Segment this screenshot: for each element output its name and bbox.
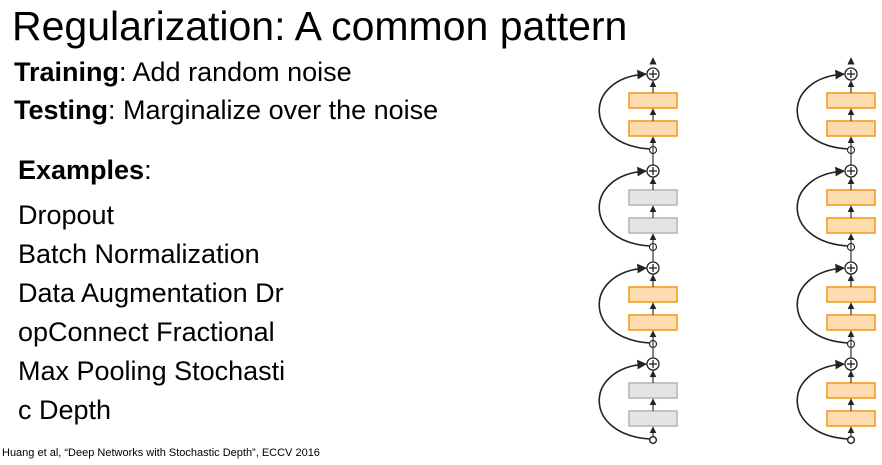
dropped-layer <box>628 217 678 234</box>
examples-label: Examples <box>18 155 145 185</box>
testing-label: Testing <box>14 95 108 125</box>
active-layer <box>826 314 876 331</box>
active-layer <box>826 410 876 427</box>
active-layer <box>628 314 678 331</box>
testing-text: : Marginalize over the noise <box>108 95 439 125</box>
active-layer <box>826 189 876 206</box>
active-layer <box>628 92 678 109</box>
dropped-layer <box>628 189 678 206</box>
list-item: Data Augmentation Dr <box>18 278 284 308</box>
list-item: c Depth <box>18 395 112 425</box>
bottom-node-icon <box>847 436 855 444</box>
examples-list: Dropout Batch Normalization Data Augment… <box>18 196 363 430</box>
citation: Huang et al, “Deep Networks with Stochas… <box>2 447 320 459</box>
training-line: Training: Add random noise <box>14 56 352 88</box>
active-layer <box>826 120 876 137</box>
list-item: Batch Normalization <box>18 239 260 269</box>
examples-colon: : <box>144 155 152 185</box>
bottom-node-icon <box>649 436 657 444</box>
dropped-layer <box>628 382 678 399</box>
testing-line: Testing: Marginalize over the noise <box>14 94 438 126</box>
training-label: Training <box>14 57 120 87</box>
training-text: : Add random noise <box>119 57 352 87</box>
active-layer <box>628 286 678 303</box>
list-item: Dropout <box>18 200 115 230</box>
skip-connection-arrow <box>796 69 849 150</box>
examples-heading: Examples: <box>18 154 152 186</box>
skip-connection-arrow <box>598 263 651 344</box>
dropped-layer <box>628 410 678 427</box>
skip-connection-arrow <box>598 166 651 247</box>
active-layer <box>826 382 876 399</box>
list-item: Max Pooling Stochasti <box>18 356 286 386</box>
list-item: opConnect Fractional <box>18 317 275 347</box>
skip-connection-arrow <box>796 166 849 247</box>
skip-connection-arrow <box>796 359 849 440</box>
active-layer <box>826 92 876 109</box>
skip-connection-arrow <box>598 359 651 440</box>
skip-connection-arrow <box>598 69 651 150</box>
skip-connection-arrow <box>796 263 849 344</box>
active-layer <box>628 120 678 137</box>
slide-title: Regularization: A common pattern <box>12 3 628 49</box>
active-layer <box>826 286 876 303</box>
active-layer <box>826 217 876 234</box>
